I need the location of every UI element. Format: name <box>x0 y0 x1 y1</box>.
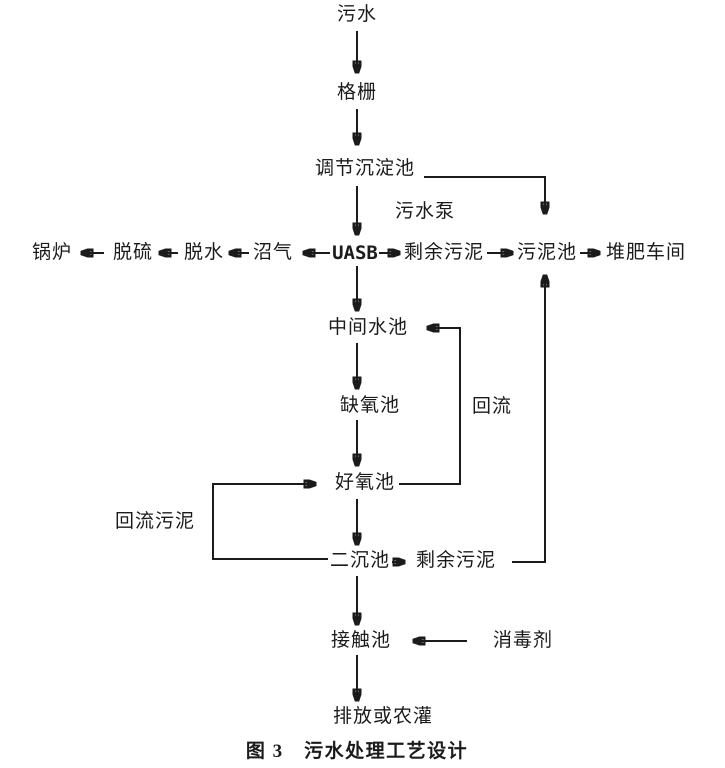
label-return-sludge: 回流污泥 <box>114 511 196 532</box>
node-secondary-sedimentation-tank: 二沉池 <box>329 550 391 571</box>
node-boiler: 锅炉 <box>31 242 73 263</box>
node-aerobic-tank: 好氧池 <box>334 472 396 493</box>
node-desulfurization: 脱硫 <box>112 242 154 263</box>
label-reflux: 回流 <box>471 396 513 417</box>
node-wastewater: 污水 <box>336 4 378 25</box>
node-biogas: 沼气 <box>252 242 294 263</box>
node-discharge-or-irrigation: 排放或农灌 <box>332 706 434 727</box>
edge-reflux-aerobic-to-intermediate <box>399 328 461 485</box>
node-anoxic-tank: 缺氧池 <box>339 395 401 416</box>
node-composting-workshop: 堆肥车间 <box>605 242 687 263</box>
edge-excess-sludge2-to-sludge-tank <box>512 275 545 563</box>
edge-return-sludge-secondary-to-aerobic <box>212 484 328 560</box>
node-regulating-sedimentation-tank: 调节沉淀池 <box>314 158 416 179</box>
node-dewatering: 脱水 <box>183 242 225 263</box>
node-disinfectant: 消毒剂 <box>492 630 554 651</box>
node-excess-sludge-1: 剩余污泥 <box>403 242 485 263</box>
node-uasb: UASB <box>332 242 378 264</box>
figure-caption: 图 3 污水处理工艺设计 <box>245 741 469 762</box>
label-sewage-pump: 污水泵 <box>394 201 456 222</box>
edge-regulating-tank-to-sludge-tank <box>424 176 545 214</box>
node-bar-screen: 格栅 <box>336 82 378 103</box>
node-excess-sludge-2: 剩余污泥 <box>415 550 497 571</box>
node-contact-tank: 接触池 <box>330 630 392 651</box>
node-sludge-tank: 污泥池 <box>516 242 578 263</box>
node-intermediate-water-tank: 中间水池 <box>327 317 409 338</box>
